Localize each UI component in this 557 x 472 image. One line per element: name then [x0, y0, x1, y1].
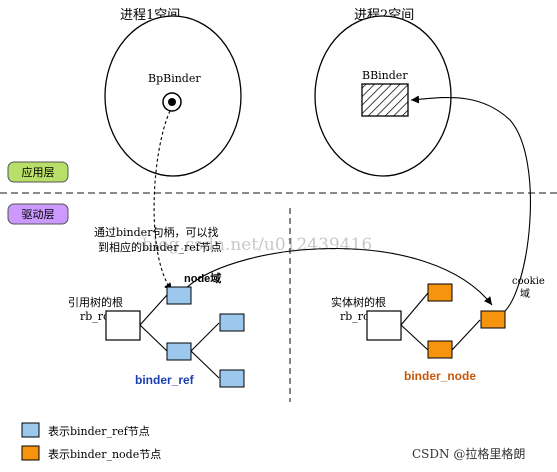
driver-layer-badge: [7, 203, 69, 225]
node-tree-root-node: [366, 310, 402, 341]
cookie-label-line2: 域: [520, 287, 530, 300]
ref-tree-root-node: [105, 310, 141, 341]
legend-ref-swatch: [21, 422, 40, 438]
ref-tree-edge: [139, 324, 168, 352]
node-tree-edge: [400, 324, 429, 351]
legend-node-swatch: [21, 445, 40, 461]
legend-node-text: 表示binder_node节点: [48, 447, 161, 461]
node-tree-edge: [451, 319, 481, 351]
ref-tree-edge: [190, 322, 220, 352]
handle-lookup-line: [153, 110, 173, 292]
annotation-line1: 通过binder句柄，可以找: [94, 225, 218, 239]
binder-ref-caption: binder_ref: [135, 373, 195, 387]
node-field-link: [185, 247, 493, 306]
bbinder-label: BBinder: [362, 69, 408, 82]
ref-tree-edge: [139, 294, 168, 326]
credit-text: CSDN @拉格里格朗: [412, 446, 525, 461]
binder-node-node: [480, 310, 506, 329]
binder-node-node: [427, 283, 453, 302]
node-field-label: node域: [184, 271, 221, 285]
binder-ref-node: [219, 369, 245, 388]
annotation-line2: 到相应的binder_ref节点: [98, 240, 222, 254]
bpbinder-handle-core: [168, 98, 176, 106]
ref-tree-root-label: 引用树的根: [68, 295, 123, 309]
driver-layer-label: 驱动层: [22, 208, 55, 221]
cookie-link: [410, 95, 531, 314]
binder-ref-node: [166, 342, 192, 361]
binder-node-node: [427, 340, 453, 359]
binder-ref-node: [219, 313, 245, 332]
bpbinder-label: BpBinder: [148, 72, 201, 85]
bbinder-box: [361, 83, 409, 117]
app-layer-label: 应用层: [22, 165, 55, 179]
node-tree-edge: [400, 292, 429, 326]
node-tree-root-label: 实体树的根: [331, 295, 386, 309]
ref-tree-edge: [190, 350, 220, 379]
legend-ref-text: 表示binder_ref节点: [48, 424, 150, 438]
binder-ref-node: [166, 286, 192, 305]
cookie-label-line1: cookie: [512, 276, 545, 287]
watermark-text: blog.csdn.net/u012439416: [142, 235, 372, 255]
binder-node-caption: binder_node: [404, 369, 476, 383]
app-layer-badge: [7, 161, 69, 183]
